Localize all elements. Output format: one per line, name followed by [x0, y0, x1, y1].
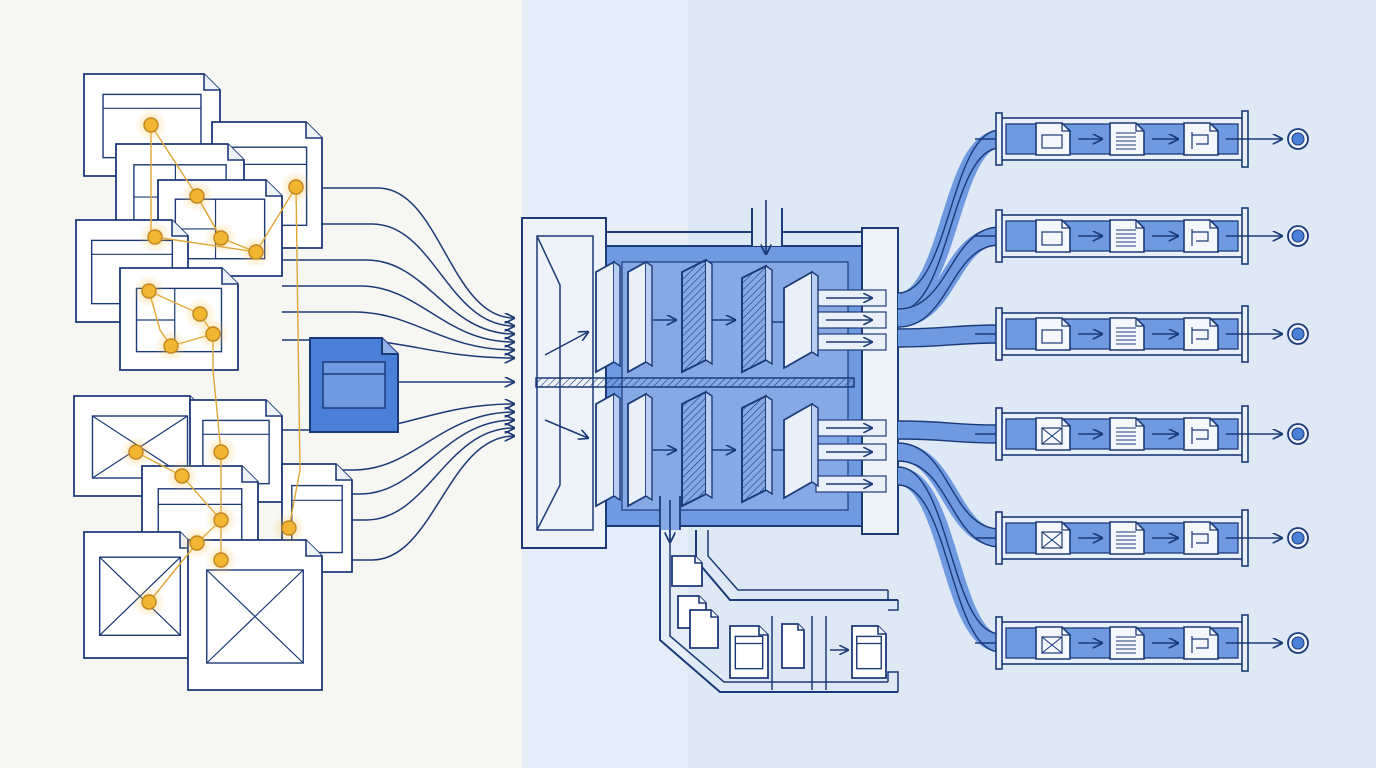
- link-node-icon: [205, 222, 237, 254]
- link-node-icon: [273, 512, 305, 544]
- filter-panel-icon: [741, 264, 773, 374]
- bracket-doc-icon: [1183, 626, 1219, 660]
- bracket-doc-icon: [1183, 317, 1219, 351]
- side-document: [689, 609, 719, 649]
- output-connector: [897, 442, 1020, 548]
- link-nodes: [120, 109, 312, 618]
- text-doc-icon: [1109, 317, 1145, 351]
- side-document: [671, 555, 703, 587]
- text-doc-icon: [1109, 626, 1145, 660]
- filter-panel-icon: [681, 390, 713, 508]
- side-document: [851, 625, 887, 679]
- output-channel: [995, 207, 1309, 265]
- endpoint-icon: [1287, 423, 1309, 445]
- side-document: [781, 623, 805, 669]
- output-channel: [995, 509, 1309, 567]
- filter-panel-icon: [783, 402, 819, 500]
- filter-panel-icon: [627, 392, 653, 508]
- bracket-doc-icon: [1183, 122, 1219, 156]
- filter-panels: [595, 258, 819, 508]
- output-connector: [897, 420, 1020, 444]
- text-doc-icon: [1109, 417, 1145, 451]
- image-doc-icon: [1035, 626, 1071, 660]
- endpoint-icon: [1287, 527, 1309, 549]
- filter-panel-icon: [627, 260, 653, 374]
- side-document: [729, 625, 769, 679]
- window-doc-icon: [1035, 219, 1071, 253]
- processing-engine: [521, 198, 899, 549]
- output-channel: [995, 614, 1309, 672]
- bracket-doc-icon: [1183, 521, 1219, 555]
- window-doc-icon: [1035, 122, 1071, 156]
- endpoint-icon: [1287, 128, 1309, 150]
- text-doc-icon: [1109, 521, 1145, 555]
- endpoint-icon: [1287, 323, 1309, 345]
- endpoint-icon: [1287, 225, 1309, 247]
- filter-panel-icon: [741, 394, 773, 504]
- link-node-icon: [181, 527, 213, 559]
- link-node-icon: [205, 436, 237, 468]
- output-connectors: [896, 129, 1020, 653]
- link-node-icon: [205, 504, 237, 536]
- output-channel: [995, 110, 1309, 168]
- output-channel: [995, 305, 1309, 363]
- link-node-icon: [166, 460, 198, 492]
- window-doc-icon: [1035, 317, 1071, 351]
- link-node-icon: [133, 586, 165, 618]
- link-node-icon: [133, 275, 165, 307]
- link-node-icon: [155, 330, 187, 362]
- image-doc-icon: [1035, 417, 1071, 451]
- side-output: [659, 530, 899, 693]
- endpoint-icon: [1287, 632, 1309, 654]
- link-node-icon: [135, 109, 167, 141]
- link-node-icon: [181, 180, 213, 212]
- link-node-icon: [120, 436, 152, 468]
- bracket-doc-icon: [1183, 219, 1219, 253]
- link-node-icon: [240, 236, 272, 268]
- input-flow-lines: [282, 187, 514, 561]
- link-node-icon: [197, 318, 229, 350]
- text-doc-icon: [1109, 122, 1145, 156]
- output-channels: [995, 110, 1309, 672]
- bracket-doc-icon: [1183, 417, 1219, 451]
- link-node-icon: [280, 171, 312, 203]
- output-channel: [995, 405, 1309, 463]
- highlighted-document: [309, 337, 399, 433]
- link-node-icon: [139, 221, 171, 253]
- filter-panel-icon: [783, 270, 819, 370]
- link-node-icon: [205, 544, 237, 576]
- filter-panel-icon: [595, 260, 621, 374]
- text-doc-icon: [1109, 219, 1145, 253]
- filter-panel-icon: [595, 392, 621, 508]
- output-connector: [896, 129, 1020, 312]
- filter-panel-icon: [681, 258, 713, 374]
- side-output-documents: [671, 555, 887, 679]
- image-doc-icon: [1035, 521, 1071, 555]
